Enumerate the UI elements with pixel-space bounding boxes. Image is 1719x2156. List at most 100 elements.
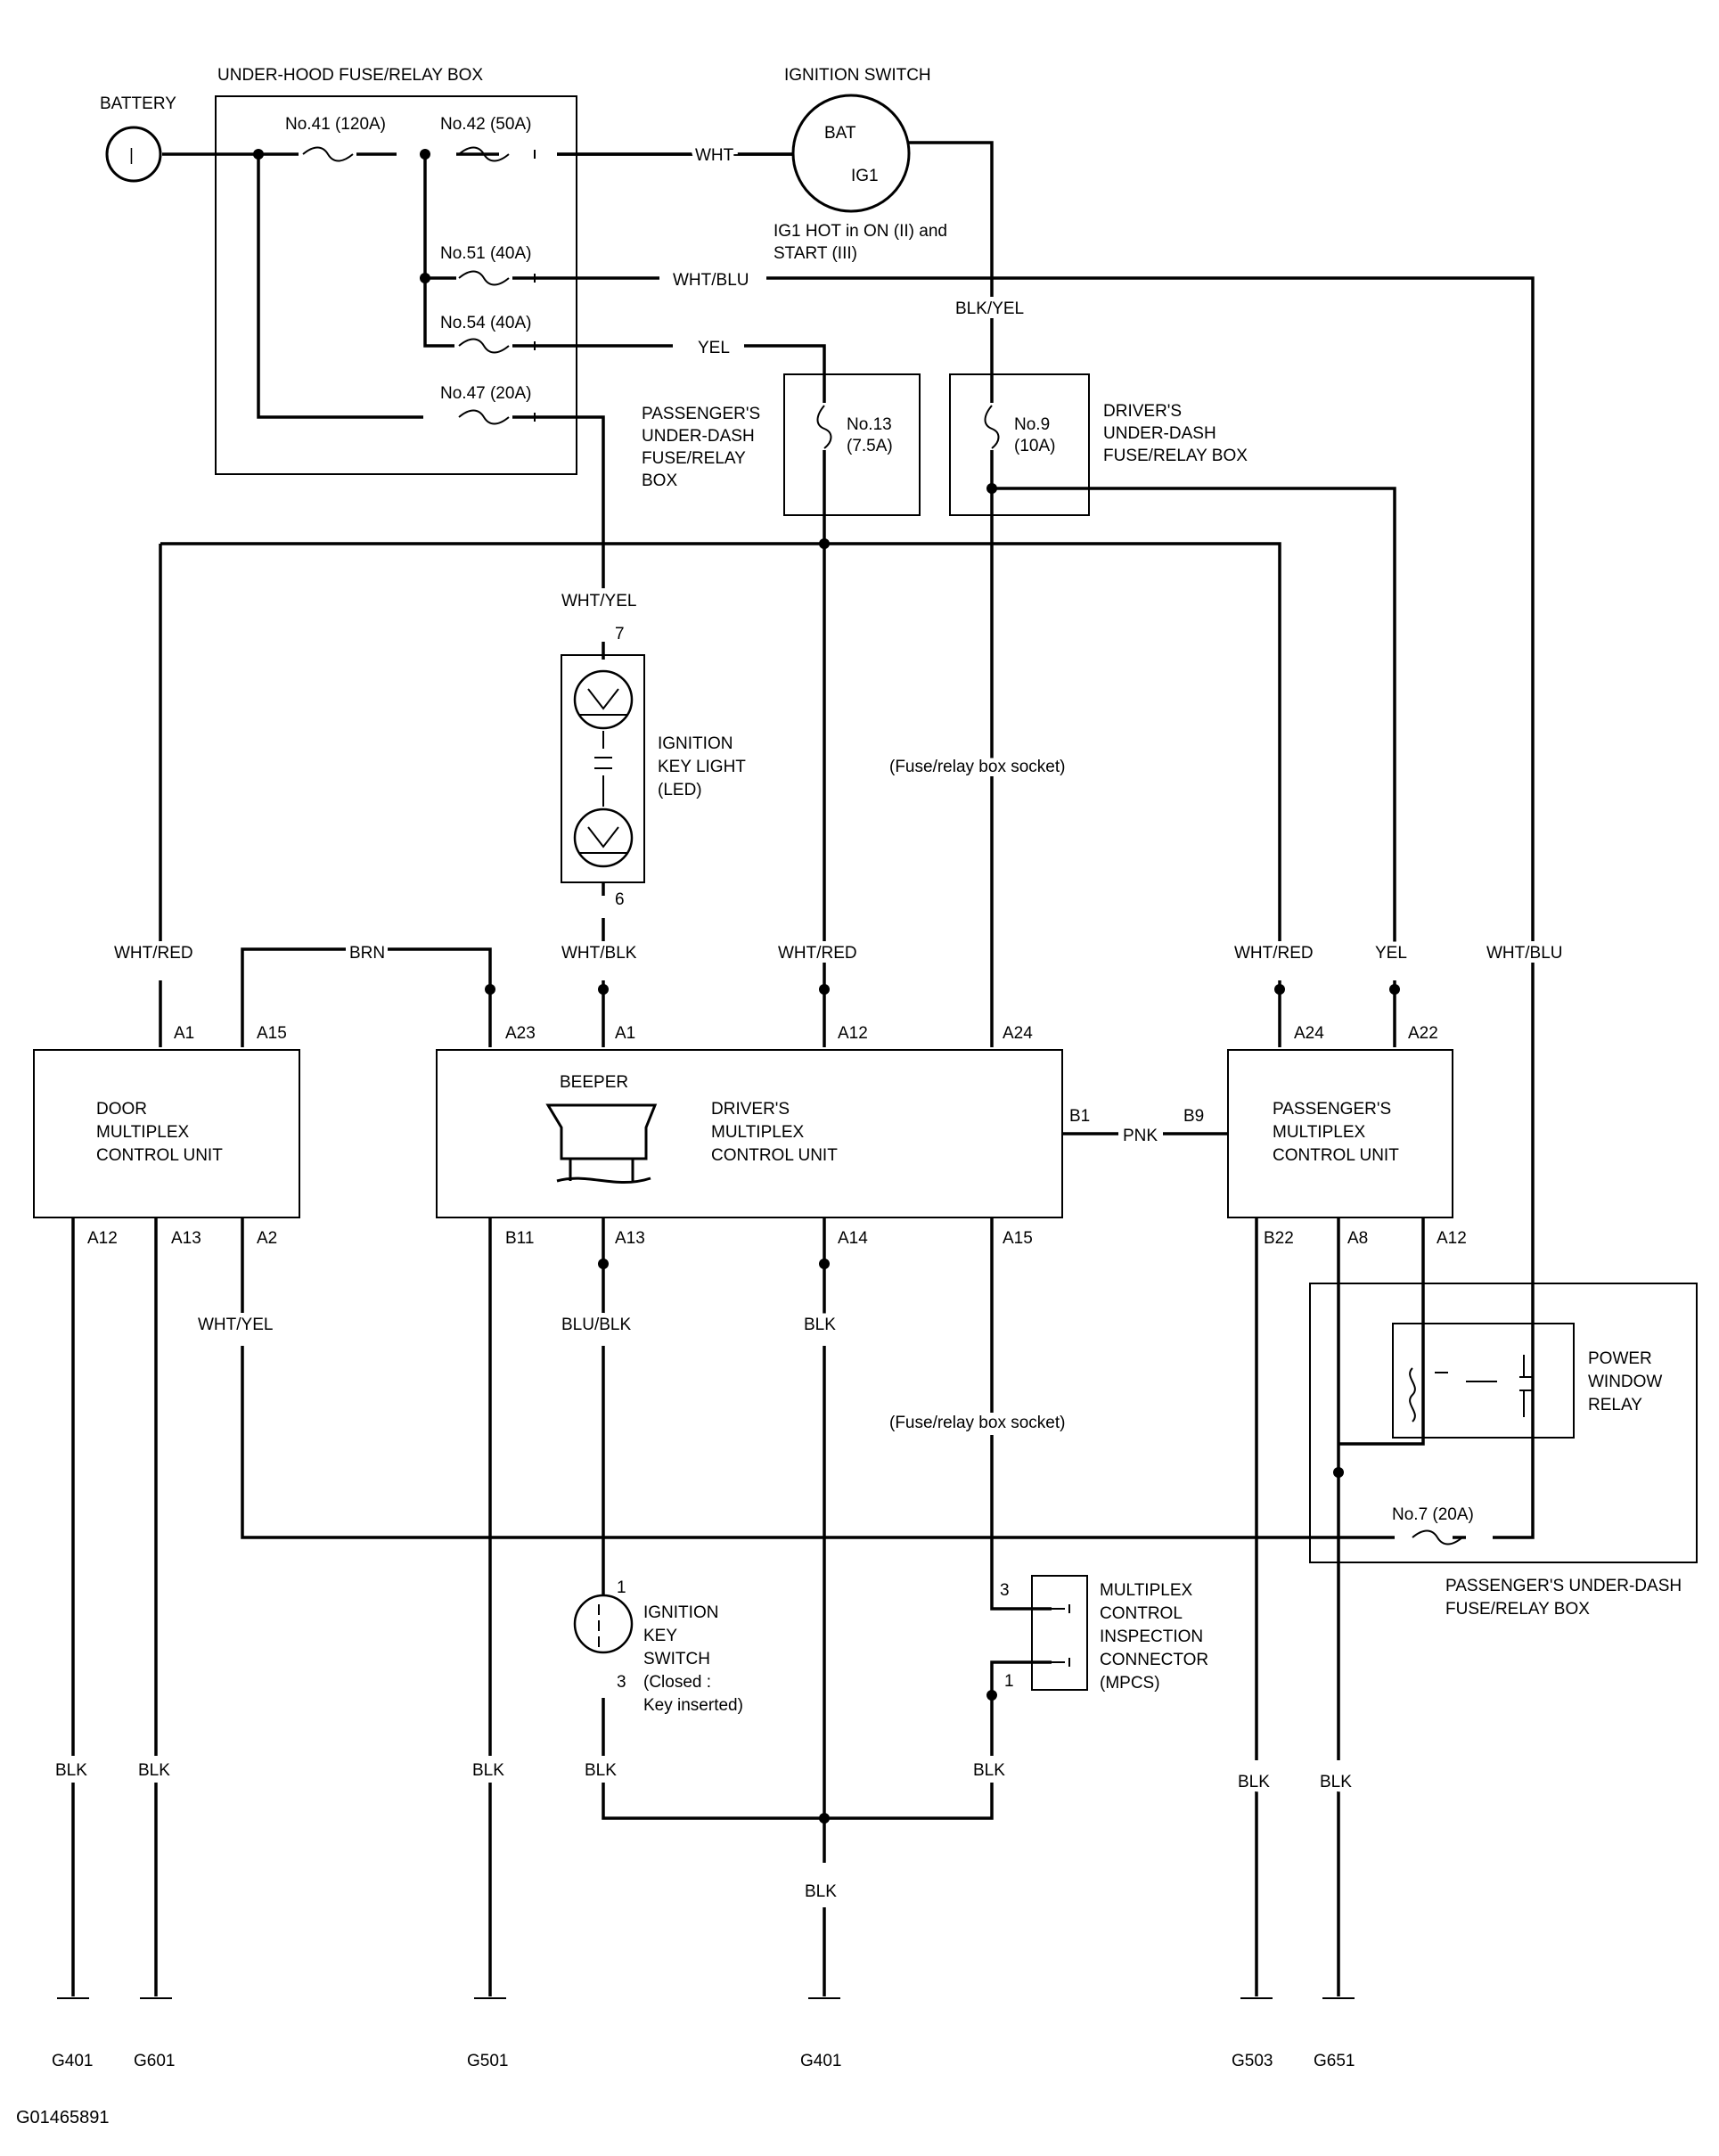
mpcs-label-5: (MPCS) bbox=[1100, 1674, 1160, 1693]
pin-7: 7 bbox=[615, 625, 625, 644]
fuse-9-label-1: No.9 bbox=[1014, 415, 1050, 434]
wire-wht-yel-top-label: WHT/YEL bbox=[561, 592, 636, 611]
relay-label-1: POWER bbox=[1588, 1349, 1652, 1368]
wire-node41-down bbox=[257, 154, 423, 419]
diagram-code: G01465891 bbox=[16, 2108, 110, 2127]
fuse-47-label: No.47 (20A) bbox=[440, 384, 531, 403]
led-bottom-icon bbox=[573, 807, 634, 868]
under-hood-fuse-relay-box bbox=[215, 95, 577, 475]
mpcs-label-2: CONTROL bbox=[1100, 1604, 1183, 1623]
mpcs-connector-box bbox=[1031, 1575, 1088, 1691]
wire-blu-blk-label: BLU/BLK bbox=[561, 1316, 631, 1334]
pin-drv-a24: A24 bbox=[1003, 1024, 1033, 1043]
wire-blk-3: BLK bbox=[472, 1761, 504, 1780]
wire-wht-red-bus bbox=[159, 542, 1281, 1047]
fuse-47 bbox=[458, 409, 510, 425]
mpcs-pin-3: 3 bbox=[1000, 1581, 1010, 1600]
pin-drv-a23: A23 bbox=[505, 1024, 536, 1043]
ground-g401-b: G401 bbox=[800, 2052, 841, 2070]
fuse-9 bbox=[984, 405, 1000, 449]
pass-fuse-box-2-label-2: FUSE/RELAY BOX bbox=[1445, 1600, 1590, 1619]
wire-wht-blu bbox=[425, 276, 1535, 1539]
mpcs-label-4: CONNECTOR bbox=[1100, 1651, 1208, 1669]
pass-unit-label-2: MULTIPLEX bbox=[1273, 1123, 1366, 1142]
fuse-42-label: No.42 (50A) bbox=[440, 115, 531, 134]
fuse-54 bbox=[458, 338, 510, 354]
wire-wht-label: WHT bbox=[695, 146, 734, 165]
fuse-41-label: No.41 (120A) bbox=[285, 115, 386, 134]
ks-label-3: SWITCH bbox=[643, 1650, 710, 1668]
ign-bat-label: BAT bbox=[824, 124, 856, 143]
beeper-label: BEEPER bbox=[560, 1073, 628, 1092]
ig1-note-1: IG1 HOT in ON (II) and bbox=[774, 222, 947, 241]
pin-door-a12: A12 bbox=[87, 1229, 118, 1248]
driver-unit-label-2: MULTIPLEX bbox=[711, 1123, 805, 1142]
wire-blk-8: BLK bbox=[805, 1882, 837, 1901]
ground-g501: G501 bbox=[467, 2052, 508, 2070]
ks-label-4: (Closed : bbox=[643, 1673, 711, 1692]
beeper-icon bbox=[545, 1103, 658, 1185]
pass-fuse-box-2-label-1: PASSENGER'S UNDER-DASH bbox=[1445, 1577, 1682, 1595]
ignition-switch-symbol bbox=[791, 94, 911, 213]
fuse-51-label: No.51 (40A) bbox=[440, 244, 531, 263]
relay-label-2: WINDOW bbox=[1588, 1373, 1662, 1391]
led-middle-dashes bbox=[594, 731, 612, 807]
fuse-9-label-2: (10A) bbox=[1014, 437, 1055, 455]
wire-blk-a14-label: BLK bbox=[804, 1316, 836, 1334]
ig1-note-2: START (III) bbox=[774, 244, 857, 263]
ground-g401-a: G401 bbox=[52, 2052, 93, 2070]
pass-fuse-box-label-2: UNDER-DASH bbox=[642, 427, 755, 446]
pin-pas-b22: B22 bbox=[1264, 1229, 1294, 1248]
wire-blk-7: BLK bbox=[1320, 1773, 1352, 1791]
socket-label-2: (Fuse/relay box socket) bbox=[889, 1414, 1065, 1432]
wire-blk-2: BLK bbox=[138, 1761, 170, 1780]
battery-symbol-text: | bbox=[129, 146, 134, 165]
door-unit-label-3: CONTROL UNIT bbox=[96, 1146, 223, 1165]
wire-wht-blu-pas-label: WHT/BLU bbox=[1486, 944, 1563, 963]
wire-brn-label: BRN bbox=[349, 944, 385, 963]
pin-door-a13: A13 bbox=[171, 1229, 201, 1248]
wire-brn bbox=[241, 947, 492, 1047]
pin-drv-a15: A15 bbox=[1003, 1229, 1033, 1248]
wire-blk-yel bbox=[909, 141, 994, 1047]
wire-pnk-label: PNK bbox=[1123, 1127, 1158, 1145]
driver-fuse-box-label-2: UNDER-DASH bbox=[1103, 424, 1216, 443]
led-top-mark bbox=[579, 688, 627, 716]
pin-pas-b9: B9 bbox=[1183, 1107, 1204, 1126]
mpcs-label-1: MULTIPLEX bbox=[1100, 1581, 1193, 1600]
ign-ig1-label: IG1 bbox=[851, 167, 879, 185]
wire-drv-a15 bbox=[602, 1217, 1052, 1820]
pin-door-a2: A2 bbox=[257, 1229, 277, 1248]
battery-symbol bbox=[105, 126, 162, 183]
fuse-13-label-1: No.13 bbox=[847, 415, 892, 434]
power-window-relay-box bbox=[1392, 1323, 1575, 1439]
pin-drv-b1: B1 bbox=[1069, 1107, 1090, 1126]
pin-pas-a8: A8 bbox=[1347, 1229, 1368, 1248]
under-hood-box-label: UNDER-HOOD FUSE/RELAY BOX bbox=[217, 66, 483, 85]
pin-pas-a22: A22 bbox=[1408, 1024, 1438, 1043]
wire-blk-yel-label: BLK/YEL bbox=[955, 299, 1024, 318]
passengers-under-dash-fuse-box bbox=[783, 373, 921, 516]
driver-fuse-box-label-1: DRIVER'S bbox=[1103, 402, 1182, 421]
fuse-51 bbox=[458, 270, 510, 286]
wire-yel-label: YEL bbox=[698, 339, 730, 357]
pin-pas-a24: A24 bbox=[1294, 1024, 1324, 1043]
wire-blk-5: BLK bbox=[973, 1761, 1005, 1780]
ground-g651: G651 bbox=[1314, 2052, 1355, 2070]
pass-fuse-box-label-1: PASSENGER'S bbox=[642, 405, 760, 423]
ks-label-2: KEY bbox=[643, 1627, 677, 1645]
relay-label-3: RELAY bbox=[1588, 1396, 1642, 1414]
battery-label: BATTERY bbox=[100, 94, 176, 113]
fuse-7 bbox=[1412, 1529, 1463, 1545]
pin-door-a15: A15 bbox=[257, 1024, 287, 1043]
drivers-under-dash-fuse-box bbox=[949, 373, 1090, 516]
ignition-switch-label: IGNITION SWITCH bbox=[784, 66, 931, 85]
driver-fuse-box-label-3: FUSE/RELAY BOX bbox=[1103, 447, 1248, 465]
wire-blk-6: BLK bbox=[1238, 1773, 1270, 1791]
wire-node42-down bbox=[423, 154, 454, 348]
wire-yel-pas-label: YEL bbox=[1375, 944, 1407, 963]
driver-unit-label-3: CONTROL UNIT bbox=[711, 1146, 838, 1165]
wire-wht-blu-label: WHT/BLU bbox=[673, 271, 749, 290]
ignition-key-switch-icon bbox=[573, 1594, 634, 1654]
